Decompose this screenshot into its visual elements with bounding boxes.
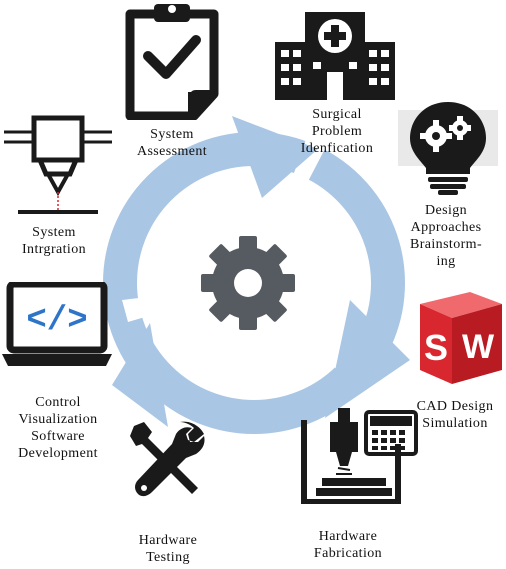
label-system-integration: System Intrgration [21, 225, 87, 257]
cycle-arrowhead-left [112, 323, 168, 427]
wrench-screwdriver-icon [130, 421, 205, 497]
solidworks-cube-icon: S W [420, 292, 502, 384]
label-system-assessment: System Assessment [136, 127, 208, 159]
label-surgical-problem: Surgical Problem Idenfication [300, 107, 374, 156]
label-cad-design: CAD Design Simulation [416, 399, 494, 431]
label-hardware-fabrication: Hardware Fabrication [313, 529, 383, 561]
label-design-approaches: Design Approaches Brainstorm- ing [409, 203, 483, 269]
laser-printhead-icon [4, 115, 112, 214]
clipboard-check-icon [125, 4, 219, 120]
cycle-arrowhead-right [325, 300, 410, 418]
laptop-code-icon: </> [2, 282, 112, 366]
lightbulb-gears-icon [398, 102, 498, 195]
cnc-machine-icon [301, 408, 418, 504]
label-hardware-testing: Hardware Testing [138, 533, 198, 565]
cycle-arrowhead-top [232, 116, 318, 198]
hospital-icon [275, 12, 395, 100]
code-glyph: </> [26, 302, 87, 340]
sw-logo-w: W [462, 328, 495, 366]
sw-logo-s: S [424, 327, 448, 368]
label-control-software: Control Visualization Software Developme… [18, 395, 98, 461]
gear-icon [201, 236, 295, 330]
